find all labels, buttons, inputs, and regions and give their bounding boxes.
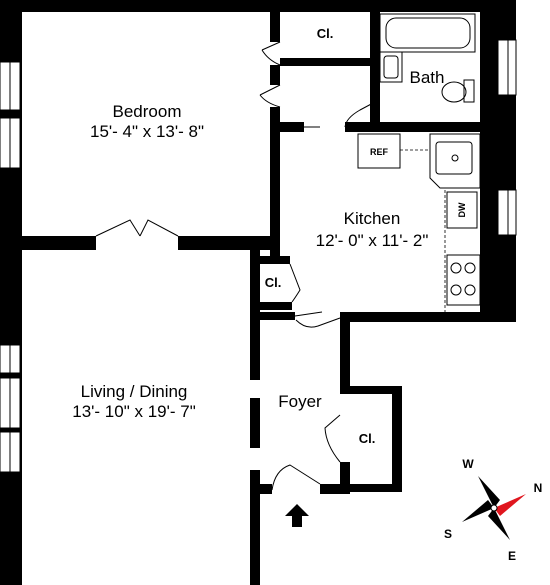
- compass-east-pointer-icon: [488, 508, 510, 540]
- interior-walls: [22, 12, 480, 494]
- kitchen-name: Kitchen: [344, 209, 401, 228]
- refrigerator-label: REF: [370, 147, 389, 157]
- compass-north-pointer-icon: [494, 494, 526, 516]
- closet-foyer-name: Cl.: [359, 431, 376, 446]
- bedroom-dimensions: 15'- 4" x 13'- 8": [90, 122, 204, 141]
- closet-top-name: Cl.: [317, 26, 334, 41]
- kitchen-dimensions: 12'- 0" x 11'- 2": [316, 231, 429, 250]
- bedroom-name: Bedroom: [113, 102, 182, 121]
- closet-mid-name: Cl.: [265, 275, 282, 290]
- compass-rose: W N S E: [444, 457, 542, 563]
- compass-label-w: W: [462, 457, 474, 471]
- living-name: Living / Dining: [81, 382, 188, 401]
- compass-label-n: N: [534, 481, 543, 495]
- compass-label-e: E: [508, 549, 516, 563]
- dishwasher-label: DW: [457, 202, 467, 217]
- bath-fixtures: [379, 13, 476, 103]
- windows: [0, 39, 517, 473]
- compass-south-pointer-icon: [462, 500, 494, 522]
- bath-name: Bath: [410, 68, 445, 87]
- kitchen-fixtures: [357, 133, 481, 312]
- compass-center: [490, 504, 498, 512]
- doors: [95, 41, 376, 491]
- compass-label-s: S: [444, 527, 452, 541]
- living-dimensions: 13'- 10" x 19'- 7": [72, 402, 195, 421]
- entry-arrow-icon: [285, 504, 309, 527]
- foyer-name: Foyer: [278, 392, 322, 411]
- compass-west-pointer-icon: [478, 476, 500, 508]
